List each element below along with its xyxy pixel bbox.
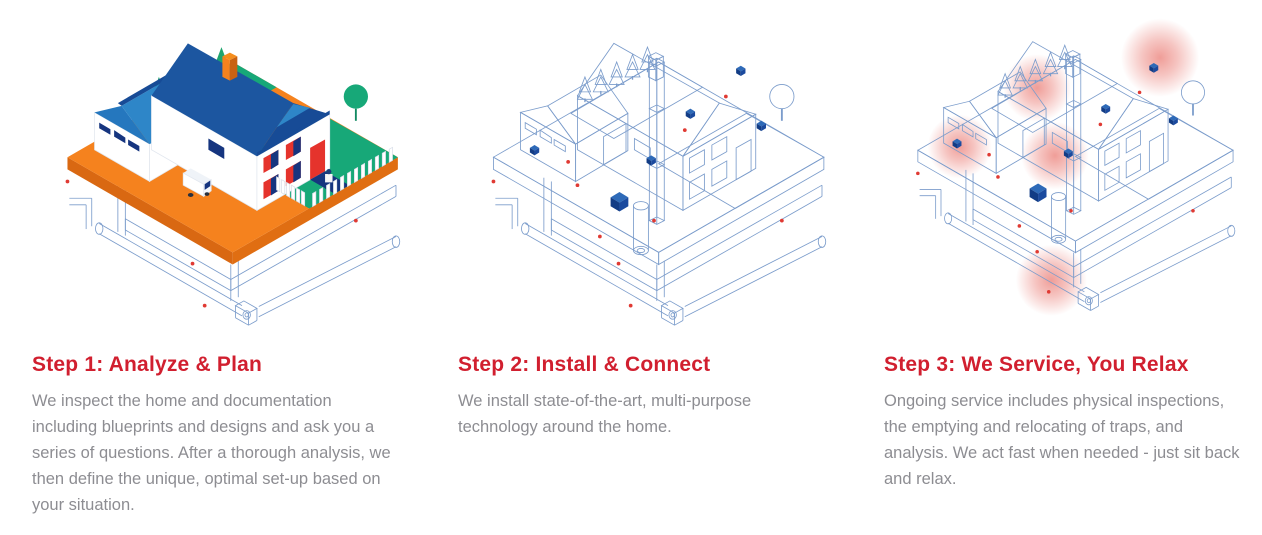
step-title: Step 3: We Service, You Relax: [884, 353, 1189, 376]
step-3-illustration-wireframe-alerts: [884, 6, 1258, 336]
step-description: Ongoing service includes physical inspec…: [884, 392, 1240, 488]
isometric-house-wireframe-graphic: [491, 42, 827, 326]
step-card-2: Step 2: Install & Connect We install sta…: [458, 6, 850, 518]
step-description: We inspect the home and documentation in…: [32, 392, 391, 514]
step-card-1: Step 1: Analyze & Plan We inspect the ho…: [32, 6, 424, 518]
step-description: We install state-of-the-art, multi-purpo…: [458, 392, 752, 436]
step-1-illustration-colored-home: [32, 6, 424, 336]
isometric-house-alerts-graphic: [916, 18, 1236, 316]
step-2-illustration-wireframe-home: [458, 6, 850, 336]
isometric-house-colored-graphic: [65, 43, 401, 326]
step-card-3: Step 3: We Service, You Relax Ongoing se…: [884, 6, 1258, 518]
how-it-works-section: Step 1: Analyze & Plan We inspect the ho…: [32, 6, 1258, 518]
step-title: Step 1: Analyze & Plan: [32, 353, 263, 376]
step-title: Step 2: Install & Connect: [458, 353, 711, 376]
